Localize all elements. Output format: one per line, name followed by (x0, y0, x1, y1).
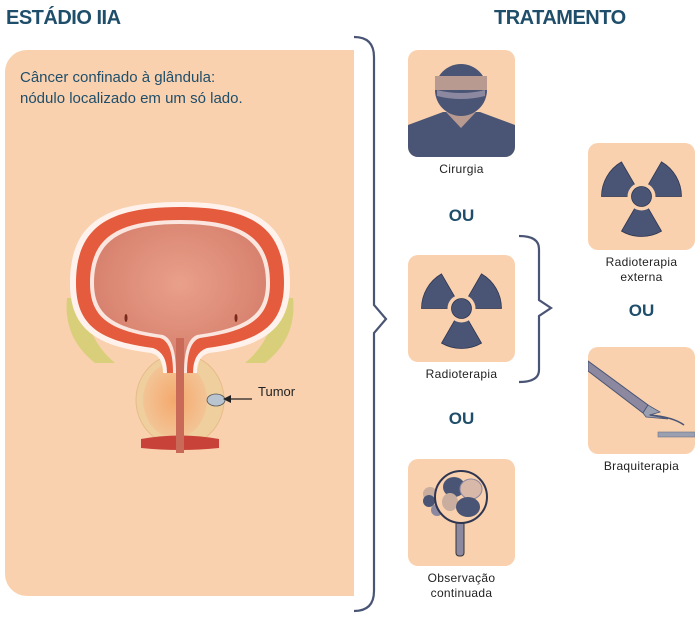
external-radiotherapy-tile (588, 143, 695, 250)
brachytherapy-needle-icon (588, 360, 695, 438)
observation-tile (408, 459, 515, 566)
brachytherapy-tile (588, 347, 695, 454)
prostate-bladder-illustration (55, 188, 305, 453)
surgeon-icon (408, 64, 515, 157)
external-radiotherapy-label: Radioterapia externa (588, 255, 695, 285)
stage-description: Câncer confinado à glândula: nódulo loca… (20, 67, 243, 109)
external-radiotherapy-label-line2: externa (620, 270, 663, 284)
radiotherapy-tile (408, 255, 515, 362)
brachytherapy-label: Braquiterapia (603, 459, 680, 473)
external-radiotherapy-label-line1: Radioterapia (605, 255, 678, 269)
treatment-title: TRATAMENTO (494, 7, 626, 29)
or-separator-1: OU (448, 206, 475, 225)
observation-label: Observação continuada (408, 571, 515, 601)
radiation-icon (421, 273, 502, 349)
or-separator-3: OU (628, 301, 655, 320)
stage-title: ESTÁDIO IIA (6, 7, 121, 29)
or-separator-2: OU (448, 409, 475, 428)
radiotherapy-label: Radioterapia (425, 367, 498, 381)
stage-description-line1: Câncer confinado à glândula: (20, 69, 216, 86)
magnifier-icon (423, 470, 488, 557)
surgery-label: Cirurgia (439, 162, 484, 176)
big-brace (352, 35, 397, 615)
small-brace (517, 234, 557, 386)
tumor-label: Tumor (258, 384, 296, 399)
surgery-tile (408, 50, 515, 157)
stage-description-line2: nódulo localizado em um só lado. (20, 90, 243, 107)
observation-label-line2: continuada (430, 586, 493, 600)
observation-label-line1: Observação (427, 571, 496, 585)
radiation-icon (601, 161, 682, 237)
